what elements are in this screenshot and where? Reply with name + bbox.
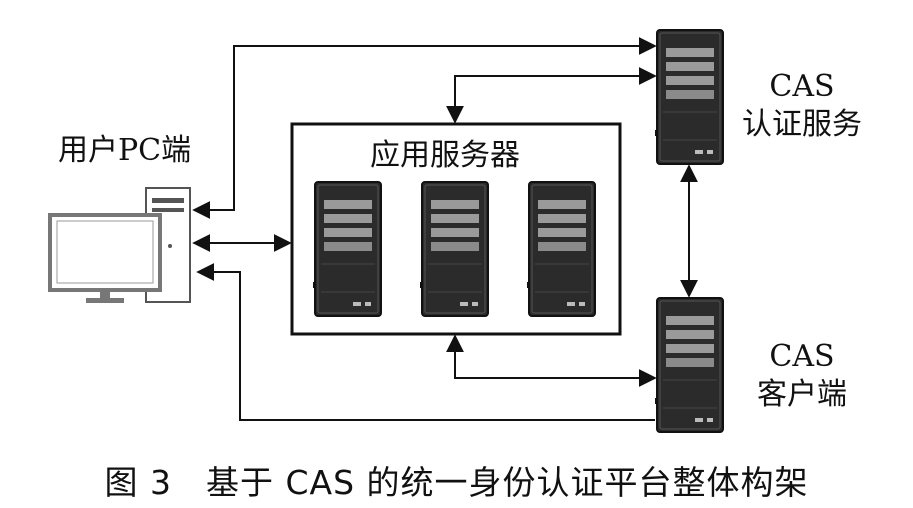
cas-client-label-line1: CAS bbox=[769, 339, 835, 374]
figure-caption: 图 3 基于 CAS 的统一身份认证平台整体构架 bbox=[104, 463, 809, 502]
app-server-label: 应用服务器 bbox=[370, 138, 520, 173]
app-server-icon bbox=[419, 181, 489, 317]
cas-client-label: CAS 客户端 bbox=[742, 338, 862, 414]
cas-client-label-line2: 客户端 bbox=[757, 377, 847, 412]
arrow-pc-to-cas-client bbox=[196, 263, 655, 421]
cas-auth-server-icon bbox=[654, 29, 724, 165]
connectors bbox=[192, 37, 698, 421]
arrow-pc-to-cas-auth bbox=[192, 37, 657, 219]
user-pc-label: 用户PC端 bbox=[58, 133, 192, 168]
cas-auth-label-line1: CAS bbox=[769, 69, 835, 104]
user-pc-icon bbox=[48, 187, 191, 303]
app-server-icon bbox=[312, 181, 382, 317]
arrow-app-to-cas-auth bbox=[446, 67, 657, 124]
cas-auth-label: CAS 认证服务 bbox=[732, 68, 872, 144]
cas-client-server-icon bbox=[654, 297, 724, 433]
arrow-app-to-cas-client bbox=[446, 334, 657, 387]
app-server-icon bbox=[526, 181, 596, 317]
cas-auth-label-line2: 认证服务 bbox=[742, 107, 862, 142]
